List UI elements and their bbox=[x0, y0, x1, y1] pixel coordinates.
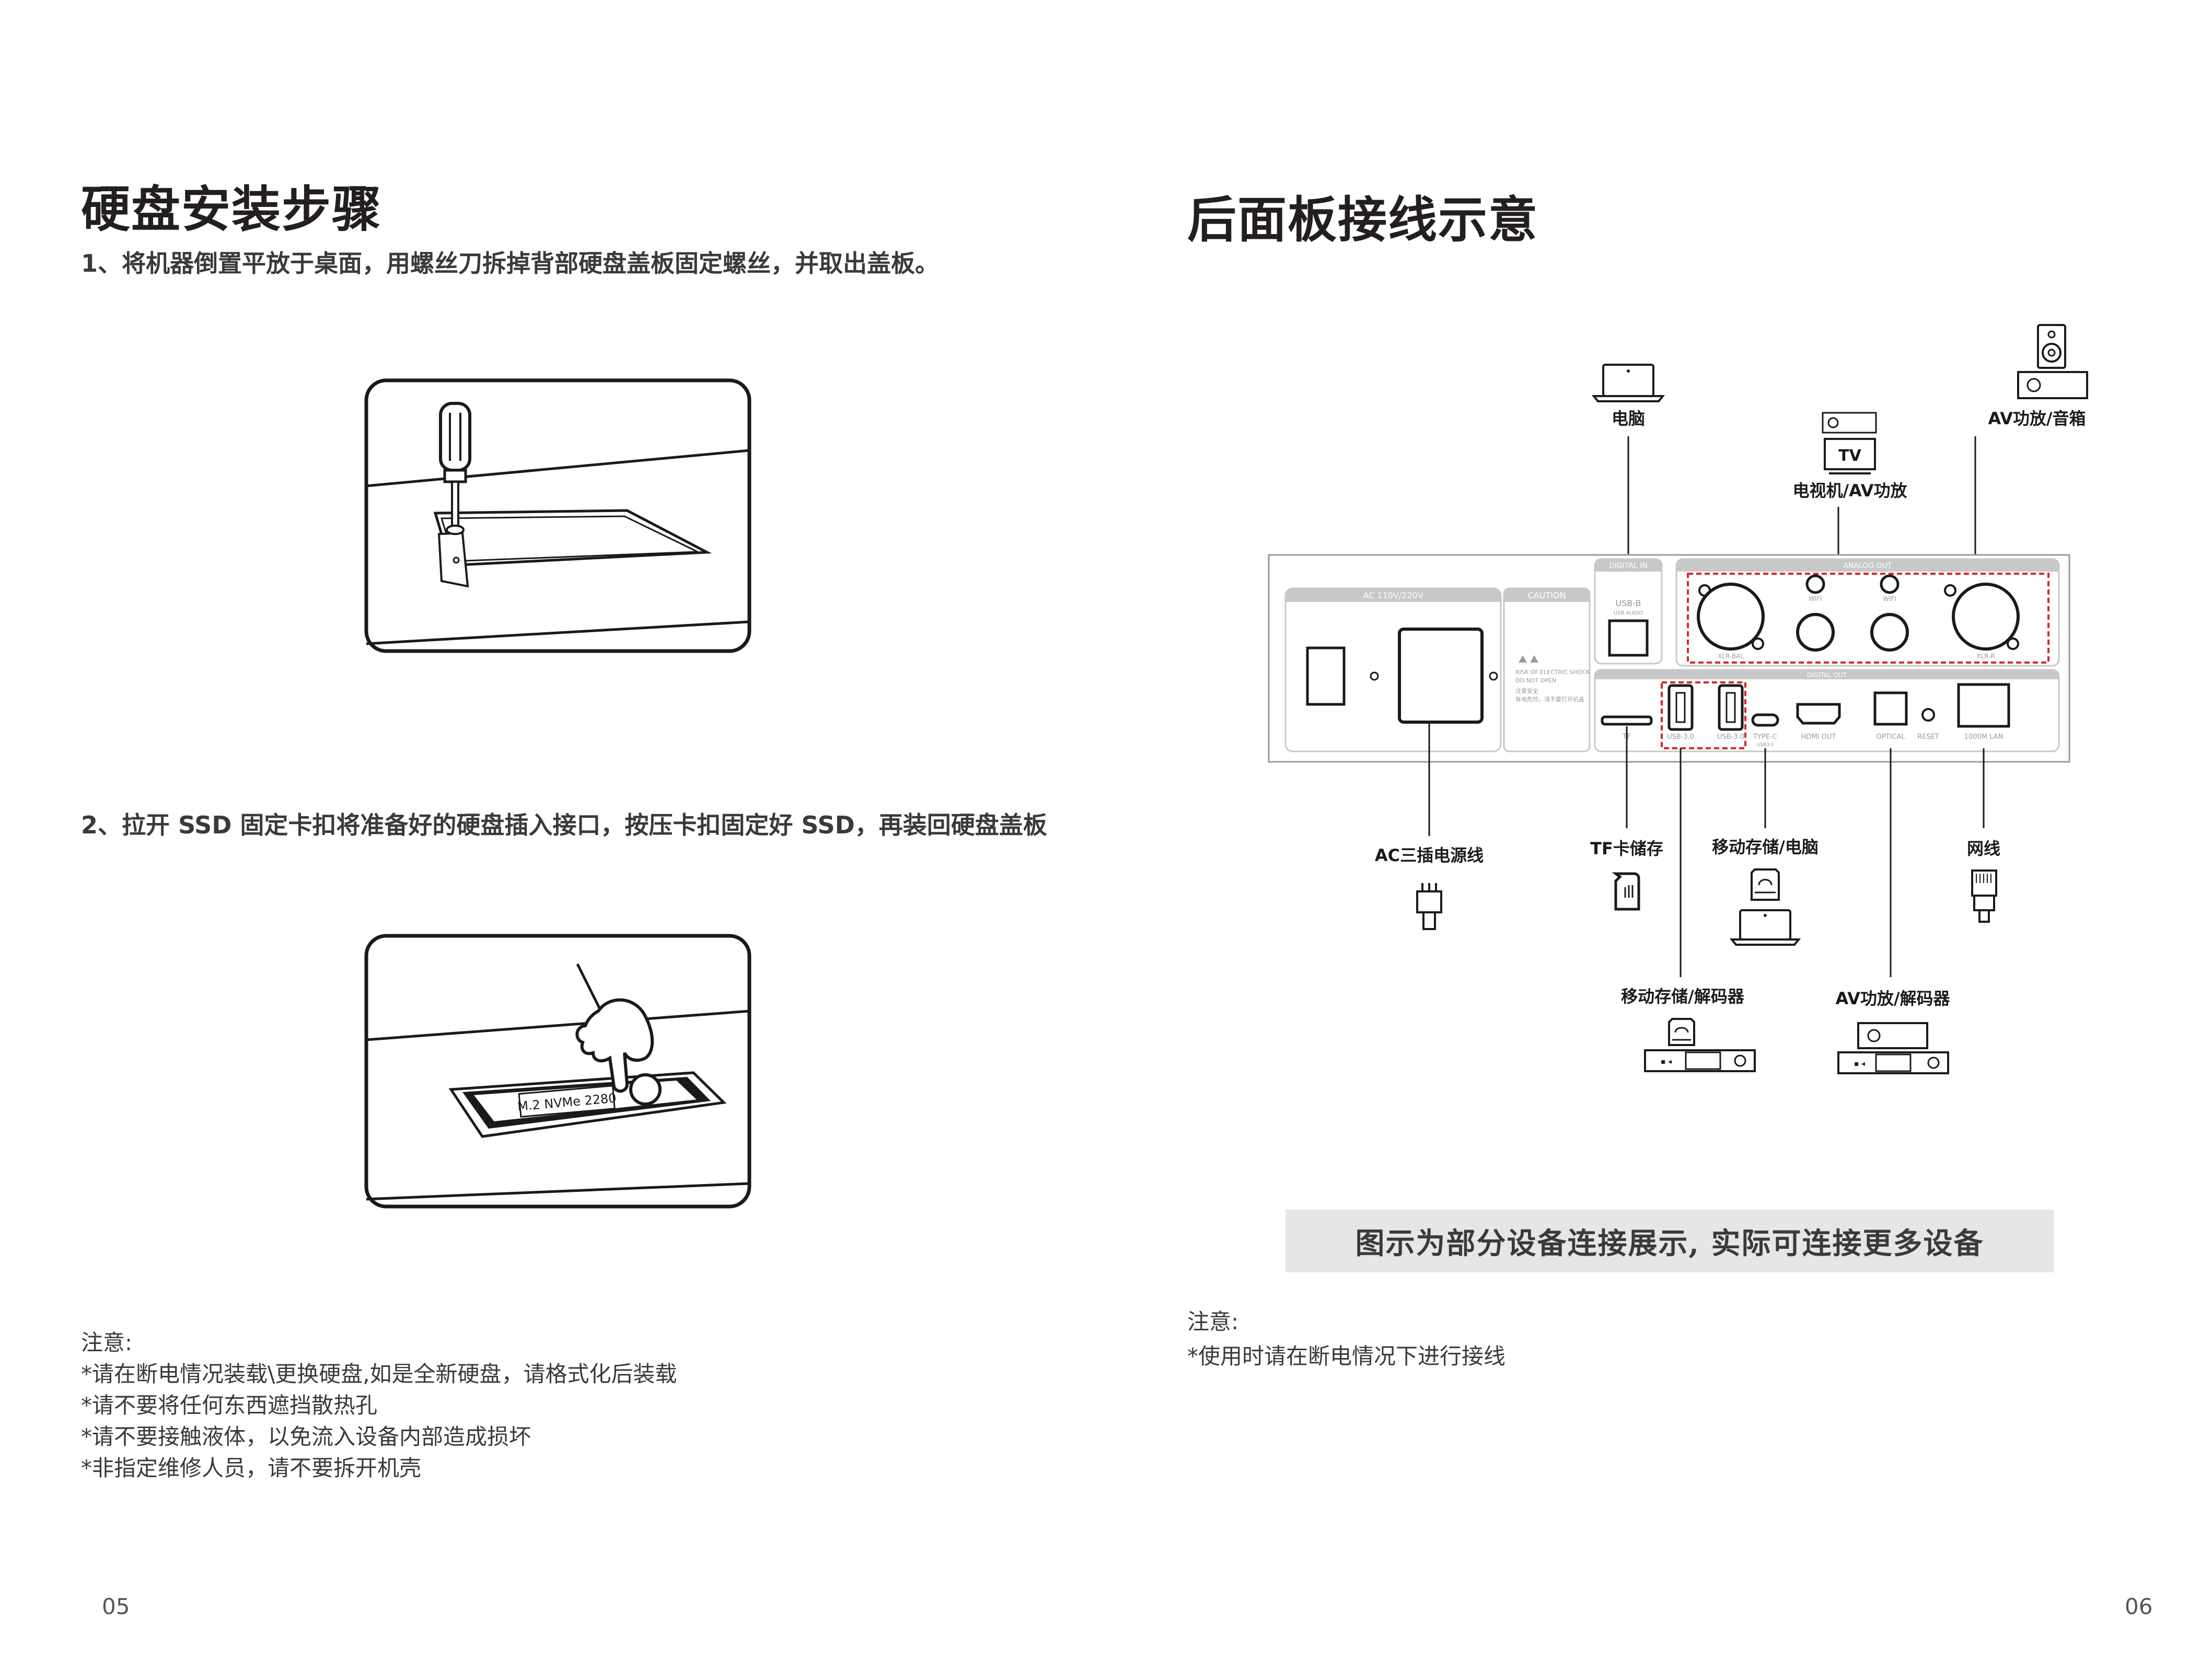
rear-panel-diagram: 电脑 TV 电视机/AV功放 AV功放/音箱 AC 110V/220V bbox=[1268, 324, 2088, 1074]
label-amp-decoder: AV功放/解码器 bbox=[1835, 989, 1950, 1008]
ssd-insert-illustration: M.2 NVMe 2280 bbox=[364, 934, 751, 1209]
hand-pointer-icon bbox=[575, 963, 654, 1093]
banner-text: 图示为部分设备连接展示, 实际可连接更多设备 bbox=[1355, 1226, 1984, 1261]
caution-line: 有电危险，请不要打开机盖 bbox=[1515, 695, 1584, 703]
usb-highlight bbox=[1661, 681, 1746, 749]
amplifier-icon bbox=[1857, 1022, 1928, 1049]
usb-b-sublabel: USB AUDIO bbox=[1614, 610, 1643, 616]
notes-heading: 注意: bbox=[81, 1330, 133, 1355]
hard-drive-icon bbox=[1751, 868, 1780, 901]
digital-out-header: DIGITAL OUT bbox=[1807, 671, 1847, 679]
analog-out-highlight bbox=[1687, 573, 2049, 664]
step-2-text: 2、拉开 SSD 固定卡扣将准备好的硬盘插入接口，按压卡扣固定好 SSD，再装回… bbox=[81, 811, 1047, 839]
page-number-right: 06 bbox=[2125, 1594, 2153, 1619]
note-item: *请不要将任何东西遮挡散热孔 bbox=[81, 1393, 378, 1418]
xlr-label-right: XLR-R bbox=[1976, 653, 1995, 660]
note-item: *非指定维修人员，请不要拆开机壳 bbox=[81, 1455, 422, 1481]
usb-b-label: USB-B bbox=[1615, 598, 1641, 608]
label-mobile-pc: 移动存储/电脑 bbox=[1712, 837, 1819, 857]
amplifier-icon bbox=[2017, 371, 2088, 399]
decoder-box-icon: ▪ ◂ bbox=[1644, 1049, 1756, 1072]
port-label-reset: RESET bbox=[1917, 733, 1939, 741]
svg-text:▪ ◂: ▪ ◂ bbox=[1661, 1058, 1672, 1066]
sd-card-icon bbox=[1612, 872, 1640, 911]
label-amp-speaker: AV功放/音箱 bbox=[1988, 409, 2086, 428]
port-label-usb-a: USB-3.0 bbox=[1667, 733, 1694, 741]
caution-header: CAUTION bbox=[1528, 590, 1566, 600]
laptop-icon bbox=[1591, 364, 1665, 402]
note-item: *请不要接触液体，以免流入设备内部造成损坏 bbox=[81, 1424, 531, 1449]
caution-line: 注意安全 bbox=[1515, 687, 1538, 694]
right-notes: 注意: *使用时请在断电情况下进行接线 bbox=[1187, 1306, 1505, 1372]
install-title: 硬盘安装步骤 bbox=[81, 181, 383, 238]
svg-text:▪ ◂: ▪ ◂ bbox=[1854, 1060, 1865, 1068]
connection-banner: 图示为部分设备连接展示, 实际可连接更多设备 bbox=[1285, 1210, 2054, 1272]
label-tv-amp: 电视机/AV功放 bbox=[1792, 481, 1907, 501]
caution-line: RISK OF ELECTRIC SHOCK bbox=[1515, 669, 1590, 676]
note-item: *请在断电情况装载\更换硬盘,如是全新硬盘，请格式化后装载 bbox=[81, 1361, 677, 1387]
caution-line: DO NOT OPEN bbox=[1515, 677, 1556, 684]
label-network: 网线 bbox=[1967, 839, 2000, 858]
speaker-icon bbox=[2037, 324, 2066, 369]
wiring-title: 后面板接线示意 bbox=[1187, 192, 1539, 249]
laptop-icon bbox=[1729, 909, 1801, 946]
label-mobile-decoder: 移动存储/解码器 bbox=[1621, 987, 1745, 1006]
step-1-text: 1、将机器倒置平放于桌面，用螺丝刀拆掉背部硬盘盖板固定螺丝，并取出盖板。 bbox=[81, 249, 940, 277]
hard-drive-icon bbox=[1668, 1018, 1695, 1046]
page-number-left: 05 bbox=[102, 1594, 130, 1619]
device-rear-panel: AC 110V/220V CAUTION RISK OF ELECTRIC SH… bbox=[1268, 554, 2070, 763]
wifi-label: WIFI bbox=[1809, 595, 1822, 602]
typec-sublabel: USB3.0 bbox=[1757, 743, 1774, 748]
tv-screen-label: TV bbox=[1838, 447, 1861, 465]
port-label-usb-b: USB-3.0 bbox=[1717, 733, 1744, 741]
cover-removal-illustration bbox=[364, 378, 751, 653]
label-ac-power: AC三插电源线 bbox=[1375, 845, 1484, 865]
ac-header: AC 110V/220V bbox=[1363, 590, 1423, 600]
label-computer: 电脑 bbox=[1612, 409, 1645, 428]
screwdriver-icon bbox=[439, 402, 471, 535]
port-label-lan: 1000M LAN bbox=[1964, 733, 2003, 741]
digital-in-header: DIGITAL IN bbox=[1609, 562, 1648, 570]
power-plug-icon bbox=[1416, 883, 1442, 930]
port-label-typec: TYPE-C bbox=[1753, 733, 1777, 741]
left-notes: 注意: *请在断电情况装载\更换硬盘,如是全新硬盘，请格式化后装载 *请不要将任… bbox=[81, 1327, 677, 1484]
tv-amp-icon: TV bbox=[1822, 412, 1877, 474]
port-label-optical: OPTICAL bbox=[1876, 733, 1905, 741]
ethernet-plug-icon bbox=[1971, 869, 1997, 923]
notes-heading: 注意: bbox=[1187, 1309, 1239, 1335]
wifi-label: WIFI bbox=[1883, 595, 1896, 602]
port-label-hdmi: HDMI OUT bbox=[1801, 733, 1836, 741]
decoder-box-icon: ▪ ◂ bbox=[1837, 1051, 1949, 1074]
xlr-label: XLR-BAL bbox=[1718, 653, 1744, 660]
note-item: *使用时请在断电情况下进行接线 bbox=[1187, 1343, 1506, 1369]
label-tf-storage: TF卡储存 bbox=[1590, 839, 1663, 858]
analog-out-header: ANALOG OUT bbox=[1843, 562, 1892, 570]
